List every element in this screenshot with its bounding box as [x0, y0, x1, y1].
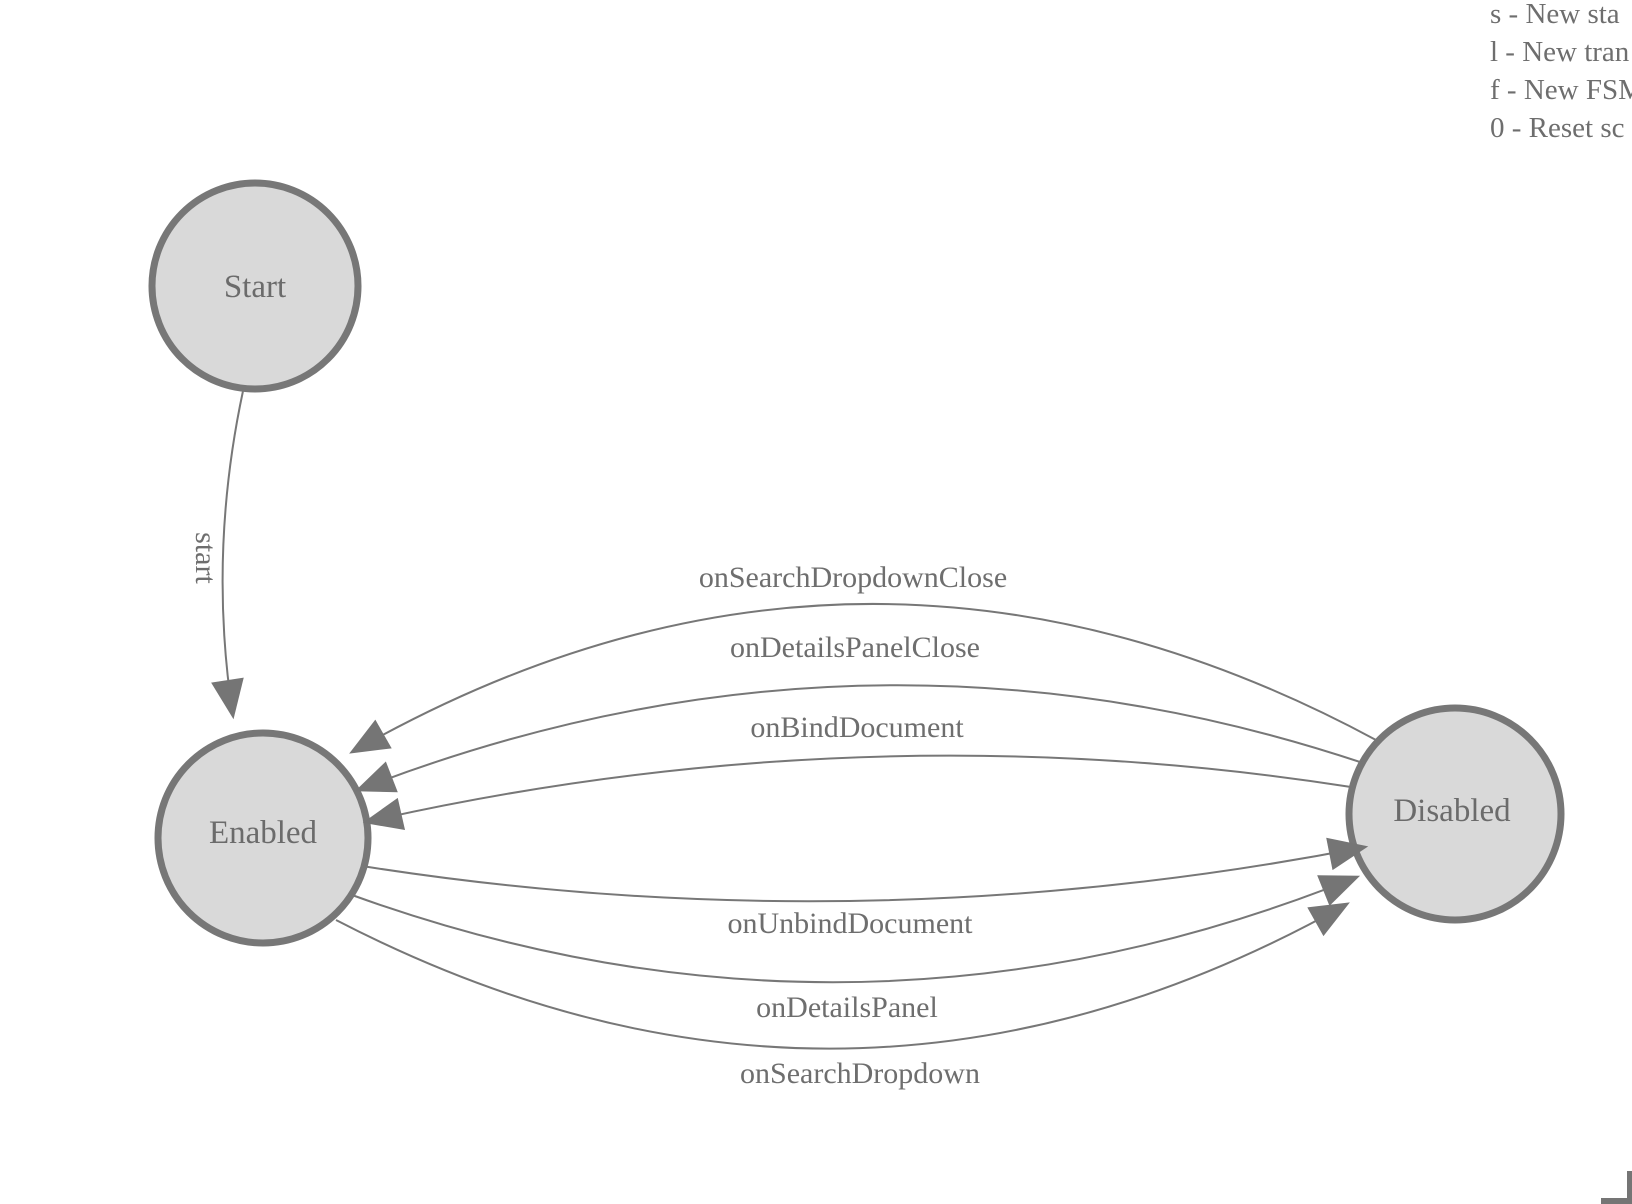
- state-circle-enabled[interactable]: [154, 729, 372, 947]
- transition-edge-onSearchDropdown[interactable]: [335, 902, 1350, 1050]
- state-circle-start[interactable]: [148, 179, 362, 393]
- transition-onBindDocument[interactable]: onBindDocument: [362, 711, 1352, 831]
- transition-onDetailsPanelClose[interactable]: onDetailsPanelClose: [354, 631, 1364, 793]
- transition-label-onSearchDropdownClose: onSearchDropdownClose: [699, 561, 1007, 594]
- transition-onDetailsPanel[interactable]: onDetailsPanel: [351, 875, 1361, 1024]
- transition-edge-onSearchDropdownClose[interactable]: [349, 603, 1377, 754]
- transition-edge-onBindDocument[interactable]: [362, 754, 1352, 831]
- transition-label-start: start: [189, 532, 222, 584]
- transition-edge-onDetailsPanel[interactable]: [351, 875, 1361, 984]
- transition-edge-start[interactable]: [211, 390, 244, 720]
- shortcuts-legend: s - New sta l - New tran f - New FSM 0 -…: [1490, 0, 1632, 147]
- transition-onSearchDropdownClose[interactable]: onSearchDropdownClose: [349, 561, 1377, 754]
- state-node-disabled[interactable]: Disabled: [1345, 704, 1565, 924]
- transition-edge-onUnbindDocument[interactable]: [361, 837, 1369, 903]
- transition-label-onSearchDropdown: onSearchDropdown: [740, 1057, 980, 1090]
- canvas-corner-mark: [1627, 1171, 1632, 1204]
- state-label-enabled: Enabled: [209, 815, 318, 851]
- state-label-disabled: Disabled: [1393, 793, 1511, 829]
- state-circle-disabled[interactable]: [1345, 704, 1565, 924]
- transition-label-onDetailsPanel: onDetailsPanel: [756, 991, 938, 1024]
- canvas-corner-mark: [1601, 1198, 1632, 1204]
- state-label-start: Start: [224, 269, 286, 305]
- state-node-enabled[interactable]: Enabled: [154, 729, 372, 947]
- transition-edge-onDetailsPanelClose[interactable]: [354, 684, 1364, 793]
- transition-onUnbindDocument[interactable]: onUnbindDocument: [361, 837, 1369, 940]
- transition-label-onDetailsPanelClose: onDetailsPanelClose: [730, 631, 980, 664]
- state-node-start[interactable]: Start: [148, 179, 362, 393]
- legend-line: s - New sta: [1490, 0, 1620, 30]
- transition-label-onUnbindDocument: onUnbindDocument: [728, 907, 974, 940]
- legend-line: l - New tran: [1490, 36, 1630, 68]
- transition-onSearchDropdown[interactable]: onSearchDropdown: [335, 902, 1350, 1090]
- legend-line: 0 - Reset sc: [1490, 112, 1625, 144]
- transition-start[interactable]: start: [189, 390, 244, 720]
- transition-label-onBindDocument: onBindDocument: [750, 711, 964, 744]
- legend-line: f - New FSM: [1490, 74, 1632, 106]
